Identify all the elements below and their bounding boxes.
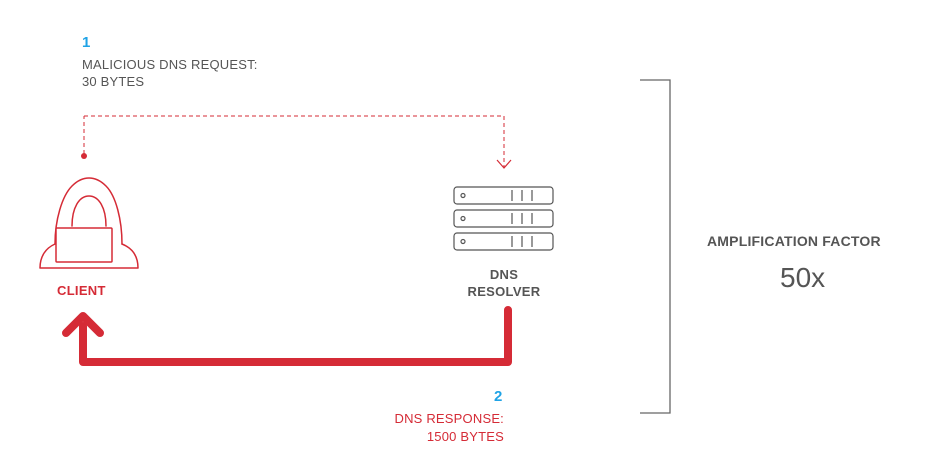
amplification-value: 50x [780,262,826,293]
request-arrow-head [496,159,512,169]
hooded-hacker-icon [39,177,139,269]
response-label: DNS RESPONSE: 1500 BYTES [394,411,504,444]
amplification-bracket [640,79,671,414]
response-arrow-head [62,312,104,337]
response-step-number: 2 [494,388,503,405]
client-label: CLIENT [57,283,106,298]
request-origin-dot [81,153,87,159]
server-rack-icon [453,186,554,251]
resolver-label: DNS RESOLVER [467,267,541,299]
amplification-title: AMPLIFICATION FACTOR [707,233,881,249]
request-path [81,115,512,169]
response-path [62,306,512,366]
request-label: MALICIOUS DNS REQUEST: 30 BYTES [82,57,258,89]
request-step-number: 1 [82,34,91,51]
